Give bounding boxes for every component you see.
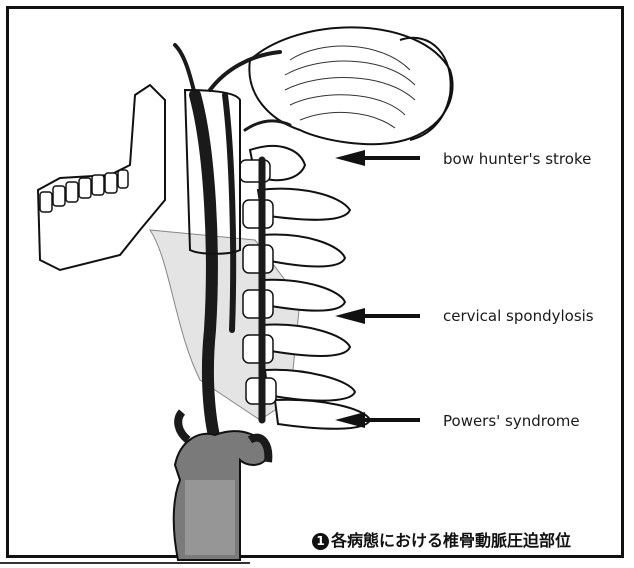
arrow-left-icon — [335, 308, 420, 324]
bottom-rule — [0, 562, 250, 564]
branch-mid — [245, 121, 290, 130]
branch-upper — [175, 45, 195, 95]
arrow-left-icon — [335, 150, 420, 166]
caption-number-badge: 1 — [312, 533, 329, 550]
skull-outline — [249, 27, 452, 144]
label-powers-syndrome: Powers' syndrome — [443, 412, 580, 430]
subclavian-left — [178, 412, 188, 440]
label-bow-hunters-stroke: bow hunter's stroke — [443, 150, 591, 168]
label-cervical-spondylosis: cervical spondylosis — [443, 307, 594, 325]
aortic-stipple — [185, 480, 235, 555]
caption-text: 各病態における椎骨動脈圧迫部位 — [331, 531, 571, 550]
